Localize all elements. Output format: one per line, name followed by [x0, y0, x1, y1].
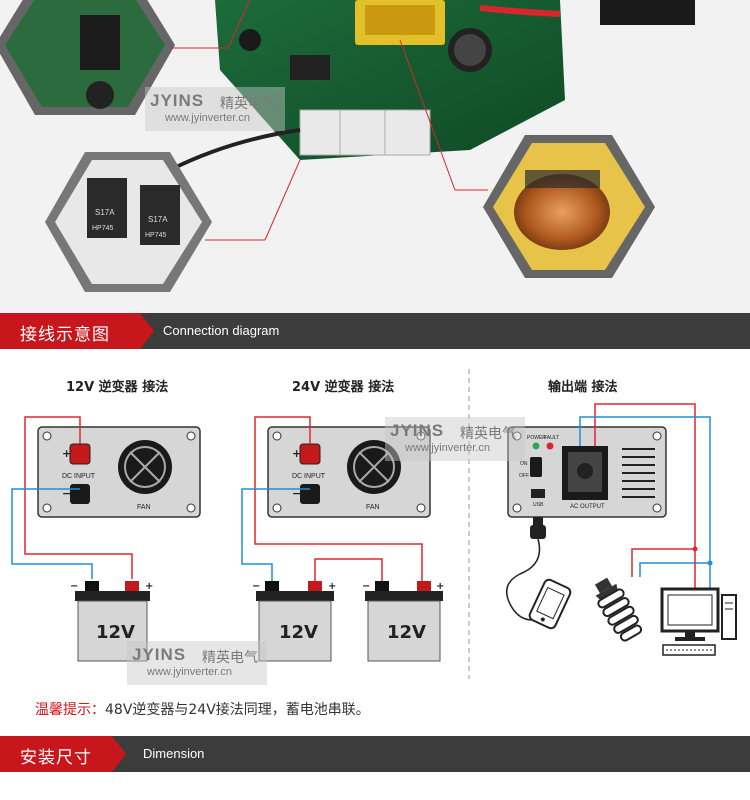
dc-input-label: DC INPUT — [62, 473, 96, 480]
battery-label: 12V — [387, 622, 426, 643]
mosfet-closeup-callout: S17A S17A HP745 HP745 — [45, 152, 301, 292]
red-wire — [24, 416, 133, 579]
usb-label: USB — [533, 502, 544, 508]
product-photo-section: S17A S17A HP745 HP745 JYINS 精英电气 www.jyi… — [0, 0, 750, 313]
battery-label: 12V — [96, 622, 135, 643]
plus-sign: + — [292, 447, 301, 460]
chip-label: HP745 — [145, 232, 167, 239]
off-label: OFF — [519, 473, 529, 479]
watermark-brand-en: JYINS — [132, 645, 187, 664]
battery-plus: + — [328, 581, 336, 592]
usb-plug — [533, 517, 543, 525]
watermark-brand-cn: 精英电气 — [202, 650, 258, 666]
section-title-cn: 接线示意图 — [20, 325, 110, 345]
computer-icon — [660, 587, 737, 656]
battery — [256, 581, 334, 662]
tip-label: 温馨提示： — [35, 702, 105, 718]
fan-label: FAN — [137, 504, 151, 511]
watermark-brand-en: JYINS — [390, 421, 445, 440]
connection-diagram: 12V 逆变器 接法 24V 逆变器 接法 输出端 接法 + − DC INPU… — [0, 349, 750, 735]
inverter-24v — [267, 426, 431, 518]
blue-wire — [579, 416, 711, 577]
fault-label: FAULT — [544, 435, 559, 441]
plus-sign: + — [62, 447, 71, 460]
watermark-brand-cn: 精英电气 — [220, 96, 276, 112]
red-wire — [594, 403, 696, 577]
battery-minus: − — [362, 581, 370, 592]
battery-label: 12V — [279, 622, 318, 643]
on-label: ON — [520, 461, 528, 467]
tip-note: 温馨提示：48V逆变器与24V接法同理，蓄电池串联。 — [35, 699, 370, 719]
chip-label: S17A — [95, 208, 115, 217]
dimension-section-header: 安装尺寸 Dimension — [0, 736, 750, 772]
series-link-wire — [314, 558, 383, 581]
watermark: JYINS 精英电气 www.jyinverter.cn — [145, 87, 285, 131]
watermark: JYINS 精英电气 www.jyinverter.cn — [385, 417, 525, 461]
battery-minus: − — [70, 581, 78, 592]
chip-closeup-callout — [0, 0, 251, 115]
battery-plus: + — [436, 581, 444, 592]
pcb-board — [169, 0, 695, 172]
watermark-brand-cn: 精英电气 — [460, 426, 516, 442]
blue-wire — [11, 488, 93, 579]
watermark-brand-en: JYINS — [150, 91, 205, 110]
phone-icon — [528, 578, 572, 630]
section-title-cn: 安装尺寸 — [20, 748, 92, 768]
minus-sign: − — [292, 487, 301, 500]
inverter-output-panel — [507, 426, 667, 518]
section-header-accent — [0, 736, 126, 772]
wiring-diagram-svg: + − DC INPUT FAN + − DC INPUT FAN — [11, 369, 737, 679]
light-bulb-icon — [594, 577, 643, 642]
fan-label: FAN — [366, 504, 380, 511]
watermark-url: www.jyinverter.cn — [165, 112, 250, 124]
dc-input-label: DC INPUT — [292, 473, 326, 480]
watermark-url: www.jyinverter.cn — [405, 442, 490, 454]
product-photo-illustration: S17A S17A HP745 HP745 — [0, 0, 695, 292]
tip-text: 48V逆变器与24V接法同理，蓄电池串联。 — [105, 702, 370, 718]
watermark: JYINS 精英电气 www.jyinverter.cn — [127, 641, 267, 685]
battery — [365, 581, 443, 662]
battery — [75, 581, 150, 662]
power-label: POWER — [527, 435, 546, 441]
battery-plus: + — [145, 581, 153, 592]
section-title-en: Dimension — [143, 746, 205, 761]
chip-label: HP745 — [92, 225, 114, 232]
output-title: 输出端 接法 — [548, 380, 618, 395]
battery-minus: − — [252, 581, 260, 592]
section-title-en: Connection diagram — [163, 323, 280, 338]
ac-output-label: AC OUTPUT — [570, 504, 605, 510]
minus-sign: − — [62, 487, 71, 500]
inverter-24v-title: 24V 逆变器 接法 — [292, 380, 395, 395]
blue-wire — [241, 488, 310, 581]
watermark-url: www.jyinverter.cn — [147, 666, 232, 678]
inverter-12v — [37, 426, 201, 518]
inverter-12v-title: 12V 逆变器 接法 — [66, 380, 169, 395]
red-wire — [254, 416, 423, 581]
usb-cable — [505, 538, 541, 621]
connection-section-header: 接线示意图 Connection diagram — [0, 313, 750, 349]
transformer-closeup-callout — [399, 39, 655, 278]
chip-label: S17A — [148, 215, 168, 224]
section-header-accent — [0, 313, 154, 349]
